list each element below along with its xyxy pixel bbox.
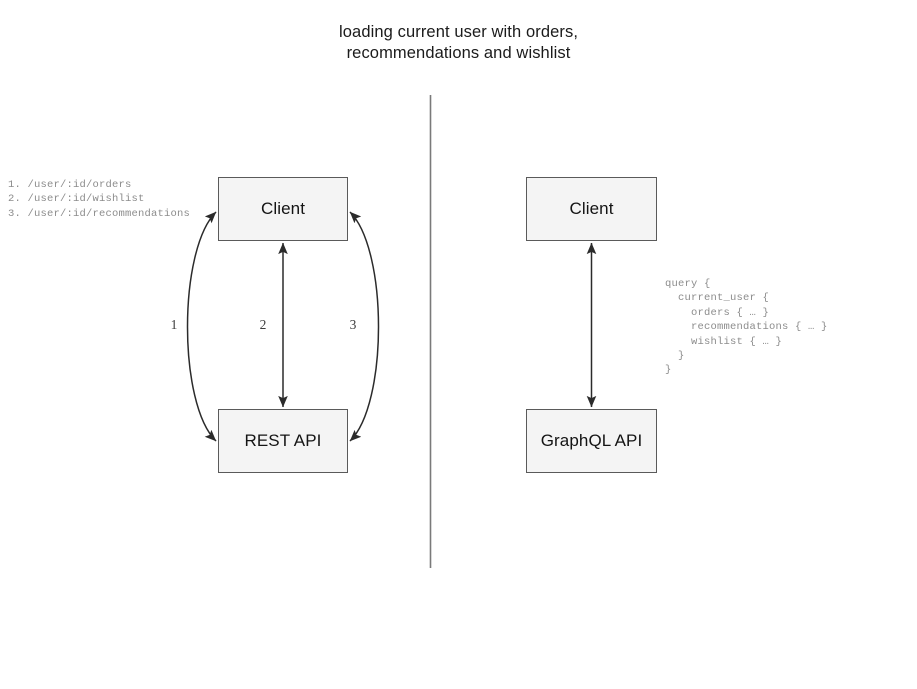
node-client-rest[interactable]: Client bbox=[218, 177, 348, 241]
node-client-graphql[interactable]: Client bbox=[526, 177, 657, 241]
edge-3-curve bbox=[349, 211, 380, 442]
node-graphql-api[interactable]: GraphQL API bbox=[526, 409, 657, 473]
node-label: Client bbox=[260, 199, 306, 218]
rest-endpoint-list: 1. /user/:id/orders 2. /user/:id/wishlis… bbox=[8, 179, 191, 220]
edge-label-1: 1 bbox=[170, 317, 178, 332]
edge-1-curve bbox=[186, 211, 217, 442]
diagram-title: loading current user with orders, recomm… bbox=[339, 23, 578, 62]
edge-label-2: 2 bbox=[259, 317, 267, 332]
node-label: GraphQL API bbox=[540, 431, 643, 450]
graphql-query-snippet: query { current_user { orders { … } reco… bbox=[665, 278, 828, 377]
edge-label-3: 3 bbox=[349, 317, 357, 332]
node-label: REST API bbox=[244, 431, 322, 450]
node-rest-api[interactable]: REST API bbox=[218, 409, 348, 473]
node-label: Client bbox=[569, 199, 614, 218]
